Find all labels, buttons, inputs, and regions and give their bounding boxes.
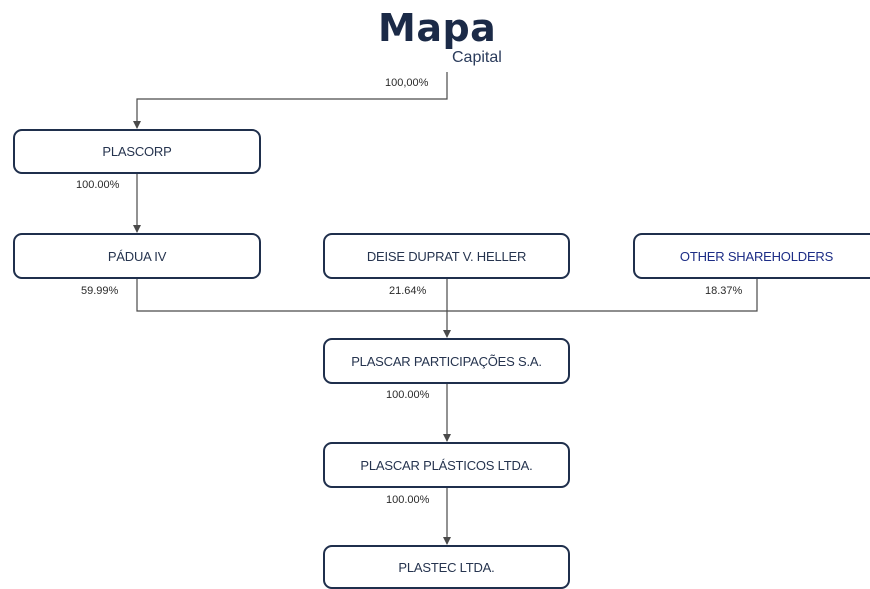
- entity-box-deise-duprat: DEISE DUPRAT V. HELLER: [323, 233, 570, 279]
- entity-box-plascar-participacoes: PLASCAR PARTICIPAÇÕES S.A.: [323, 338, 570, 384]
- entity-box-other-shareholders: OTHER SHAREHOLDERS: [633, 233, 870, 279]
- logo-sub-text: Capital: [452, 49, 502, 66]
- entity-box-plascar-plasticos: PLASCAR PLÁSTICOS LTDA.: [323, 442, 570, 488]
- entity-box-plastec: PLASTEC LTDA.: [323, 545, 570, 589]
- entity-box-padua-iv: PÁDUA IV: [13, 233, 261, 279]
- pct-mapa-plascorp: 100,00%: [385, 77, 429, 89]
- pct-plascar-plasticos: 100.00%: [386, 389, 430, 401]
- pct-other-plascar: 18.37%: [705, 285, 743, 297]
- entity-label-plascar-participacoes: PLASCAR PARTICIPAÇÕES S.A.: [351, 353, 542, 369]
- pct-plasticos-plastec: 100.00%: [386, 494, 430, 506]
- entity-label-plascorp: PLASCORP: [102, 144, 172, 159]
- entity-label-plastec: PLASTEC LTDA.: [398, 559, 495, 575]
- entity-label-deise-duprat: DEISE DUPRAT V. HELLER: [366, 248, 527, 264]
- pct-deise-plascar: 21.64%: [389, 285, 427, 297]
- pct-plascorp-padua: 100.00%: [76, 179, 120, 191]
- entity-box-plascorp: PLASCORP: [13, 129, 261, 174]
- entity-label-plascar-plasticos: PLASCAR PLÁSTICOS LTDA.: [360, 457, 533, 473]
- logo-main-text: Mapa: [378, 6, 497, 50]
- mapa-capital-logo: Mapa Capital: [378, 6, 518, 76]
- connector-mapa-plascorp: [133, 72, 448, 129]
- entity-label-padua-iv: PÁDUA IV: [107, 248, 167, 264]
- pct-padua-plascar: 59.99%: [81, 285, 119, 297]
- entity-label-other-shareholders: OTHER SHAREHOLDERS: [679, 248, 834, 264]
